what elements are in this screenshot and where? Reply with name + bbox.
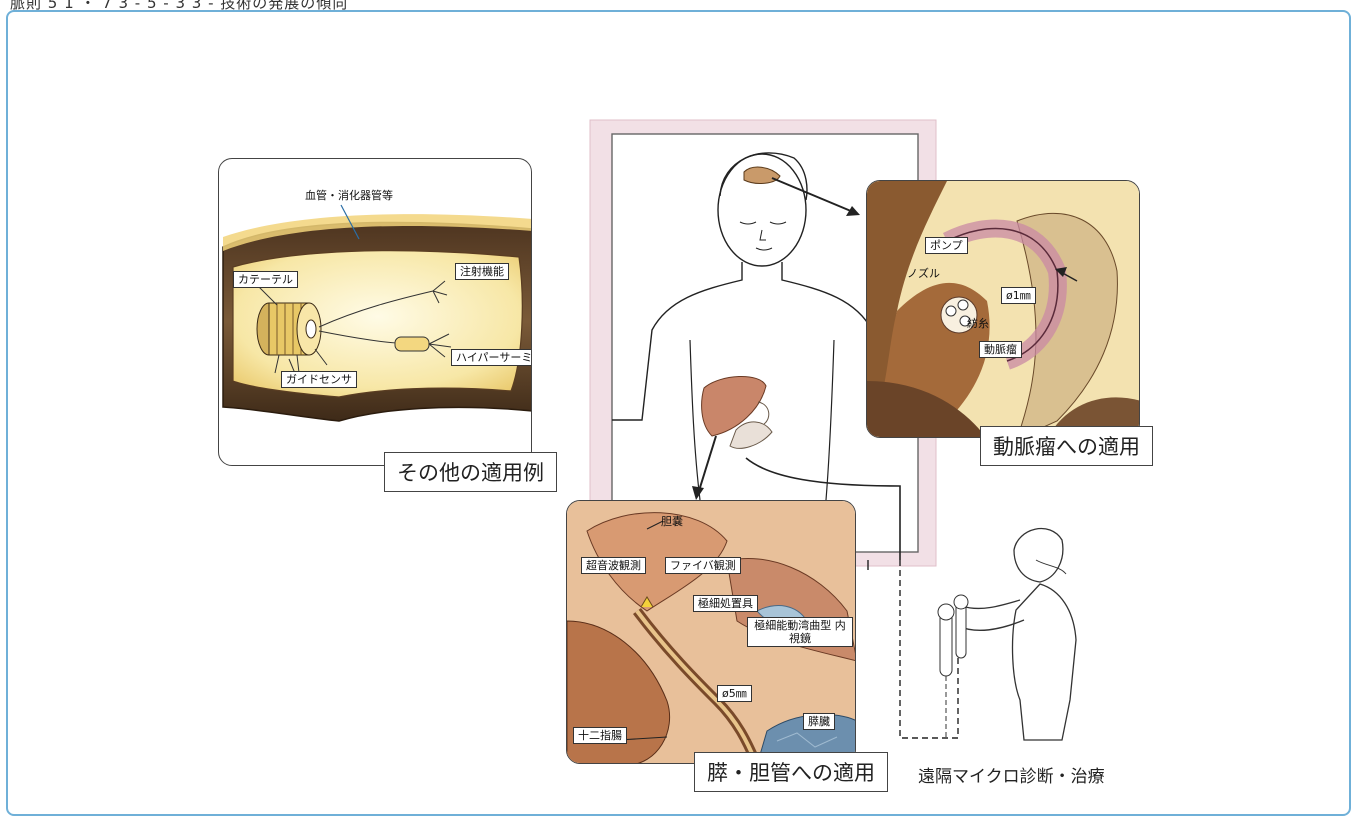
label-duodenum: 十二指腸 [573,727,627,744]
caption-aneurysm: 動脈瘤への適用 [980,426,1153,466]
label-gallbladder: 胆嚢 [661,515,683,528]
aneurysm-illustration [867,181,1139,437]
other-applications-panel: 血管・消化器管等 カテーテル 注射機能 ガイドセンサ ハイパーサーミア機能 [218,158,532,466]
caption-other-applications: その他の適用例 [384,452,557,492]
label-catheter: カテーテル [233,271,298,288]
page-frame [6,10,1351,816]
label-endoscope: 極細能動湾曲型 内視鏡 [747,617,853,647]
label-pump: ポンプ [925,237,968,254]
pancreas-panel: 胆嚢 超音波観測 ファイバ観測 極細処置具 極細能動湾曲型 内視鏡 ø5㎜ 膵臓… [566,500,856,764]
header-cut-text: 脈則 5 1 ・ 7 3 - 5 - 3 3 - 技術の発展の傾向 [10,0,349,12]
label-thread: 紡糸 [967,317,989,330]
label-aneurysm-diameter: ø1㎜ [1001,287,1036,304]
label-pancreas: 膵臓 [803,713,835,730]
label-fiber: ファイバ観測 [665,557,741,574]
label-guide-sensor: ガイドセンサ [281,371,357,388]
label-ultrasound: 超音波観測 [581,557,646,574]
label-vessel: 血管・消化器管等 [305,189,393,202]
aneurysm-panel: ポンプ ノズル ø1㎜ 紡糸 動脈瘤 [866,180,1140,438]
label-micro-tool: 極細処置具 [693,595,758,612]
caption-remote: 遠隔マイクロ診断・治療 [918,767,1105,787]
label-injection: 注射機能 [455,263,509,280]
label-pancreas-diameter: ø5㎜ [717,685,752,702]
label-nozzle: ノズル [907,267,940,280]
caption-pancreas: 膵・胆管への適用 [694,752,888,792]
label-hyperthermia: ハイパーサーミア機能 [451,349,531,366]
label-aneurysm: 動脈瘤 [979,341,1022,358]
